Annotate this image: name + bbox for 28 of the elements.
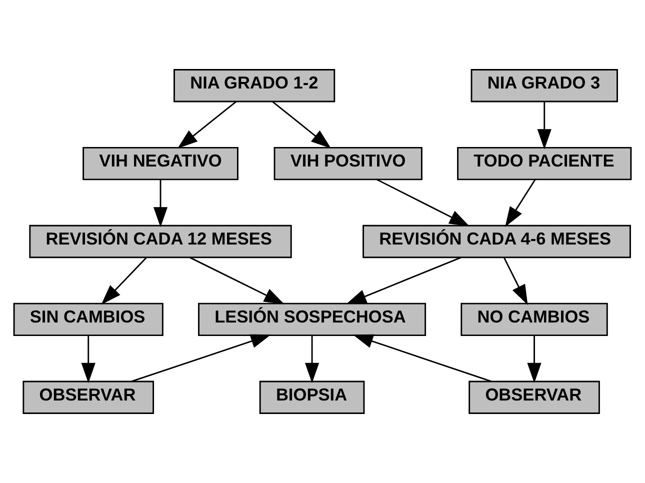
arrow — [189, 256, 284, 304]
node-box: REVISIÓN CADA 12 MESES — [29, 224, 292, 258]
arrow — [352, 334, 492, 382]
arrow — [346, 256, 462, 304]
node-box: REVISIÓN CADA 4-6 MESES — [362, 224, 631, 258]
arrow — [505, 179, 536, 227]
node-box: SIN CAMBIOS — [13, 302, 164, 336]
node-box: NIA GRADO 1-2 — [174, 69, 336, 102]
arrow — [376, 178, 470, 226]
arrow — [132, 334, 271, 382]
node-box: BIOPSIA — [259, 380, 365, 414]
arrow — [304, 335, 320, 384]
arrow — [153, 180, 168, 228]
arrow — [177, 101, 237, 149]
node-box: NO CAMBIOS — [460, 302, 608, 336]
node-box: VIH POSITIVO — [274, 146, 422, 180]
arrow — [81, 335, 96, 384]
node-box: OBSERVAR — [22, 380, 154, 414]
arrow — [101, 256, 148, 305]
node-box: VIH NEGATIVO — [82, 146, 238, 180]
node-box: NIA GRADO 3 — [470, 69, 618, 102]
node-box: OBSERVAR — [468, 380, 600, 414]
arrow — [503, 257, 528, 305]
arrow — [527, 335, 542, 384]
node-box: LESIÓN SOSPECHOSA — [198, 302, 426, 336]
node-box: TODO PACIENTE — [457, 146, 632, 180]
arrow — [272, 101, 332, 149]
arrow — [537, 102, 552, 150]
